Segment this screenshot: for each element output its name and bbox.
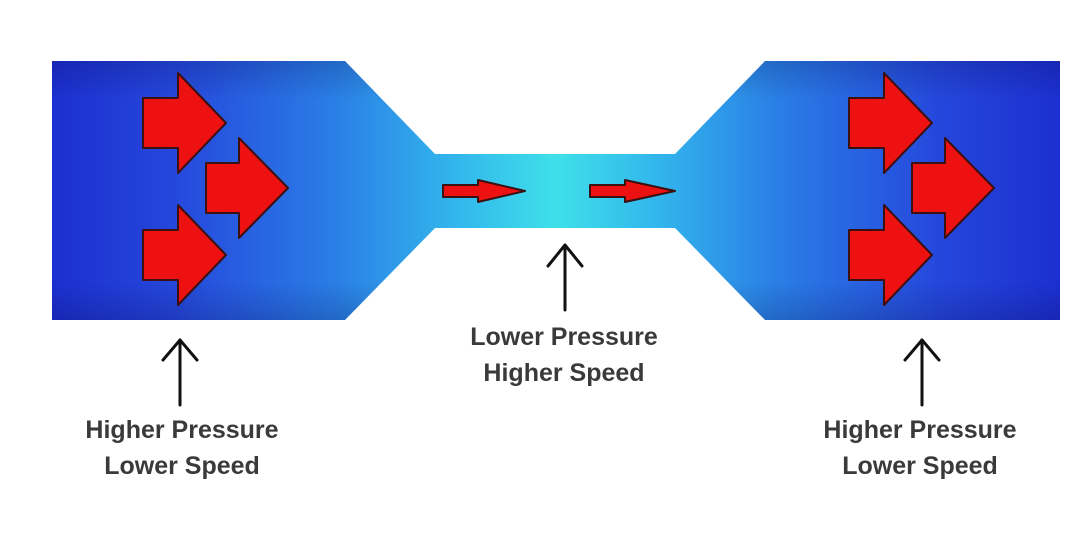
- right-caption: Higher Pressure Lower Speed: [800, 412, 1040, 484]
- right-arrow-icon: [848, 72, 933, 174]
- left-flow-arrows: [142, 72, 289, 306]
- right-arrow-icon: [848, 204, 933, 306]
- right-arrow-icon: [911, 137, 995, 239]
- right-arrow-icon: [142, 204, 227, 306]
- pointer-arrows: [161, 243, 941, 407]
- right-arrow-icon: [589, 179, 676, 203]
- center-caption-line1: Lower Pressure: [470, 323, 658, 351]
- right-arrow-icon: [142, 72, 227, 174]
- left-caption: Higher Pressure Lower Speed: [62, 412, 302, 484]
- center-caption: Lower Pressure Higher Speed: [444, 319, 684, 391]
- right-caption-line1: Higher Pressure: [823, 416, 1017, 444]
- left-caption-line2: Lower Speed: [104, 452, 260, 480]
- up-arrow-icon: [903, 338, 941, 407]
- venturi-tube-shading: [52, 61, 1060, 320]
- right-flow-arrows: [848, 72, 995, 306]
- left-caption-line1: Higher Pressure: [85, 416, 279, 444]
- up-arrow-icon: [161, 338, 199, 407]
- up-arrow-icon: [546, 243, 584, 312]
- center-caption-line2: Higher Speed: [483, 359, 645, 387]
- center-flow-arrows: [442, 179, 676, 203]
- right-caption-line2: Lower Speed: [842, 452, 998, 480]
- right-arrow-icon: [205, 137, 289, 239]
- right-arrow-icon: [442, 179, 526, 203]
